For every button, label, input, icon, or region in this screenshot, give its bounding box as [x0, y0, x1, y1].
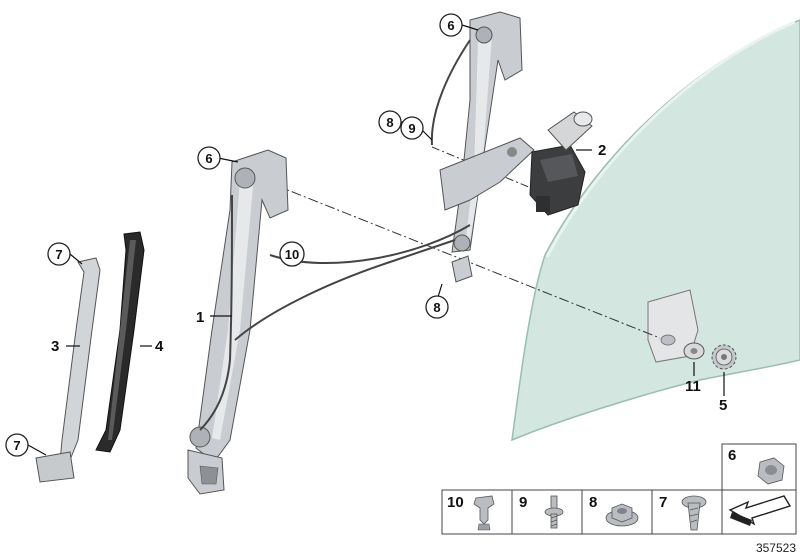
drive-bracket — [439, 137, 535, 211]
legend-num-10: 10 — [447, 494, 464, 511]
hex-nut-icon — [757, 457, 785, 485]
callout-8-lower: 8 — [425, 295, 449, 319]
legend-num-6: 6 — [728, 447, 736, 464]
window-motor — [529, 111, 593, 216]
callout-text: 8 — [433, 300, 440, 315]
legend-num-7: 7 — [659, 494, 667, 511]
callout-4: 4 — [155, 338, 164, 355]
regulator-cable-front — [199, 194, 233, 431]
flange-nut-icon — [605, 503, 639, 527]
stud-bolt-icon — [544, 495, 564, 529]
callout-6-front: 6 — [197, 146, 221, 170]
legend-num-8: 8 — [589, 494, 597, 511]
clip-icon — [473, 495, 495, 531]
callout-text: 7 — [13, 438, 20, 453]
gear-part — [711, 344, 737, 370]
callout-5: 5 — [719, 397, 727, 414]
callout-7-lower: 7 — [5, 433, 29, 457]
callout-11: 11 — [685, 378, 701, 395]
callout-7-upper: 7 — [47, 242, 71, 266]
glass-edge-highlight — [545, 20, 796, 258]
callout-9: 9 — [400, 116, 424, 140]
callout-text: 8 — [386, 115, 393, 130]
callout-3: 3 — [51, 338, 59, 355]
legend-cell-8 — [581, 489, 653, 535]
callout-6-rear: 6 — [439, 13, 463, 37]
callout-text: 6 — [447, 18, 454, 33]
front-guide-rail — [35, 257, 101, 483]
torx-screw-icon — [681, 495, 707, 531]
washer-part — [683, 342, 705, 360]
callout-1: 1 — [196, 309, 204, 326]
callout-8-upper: 8 — [378, 110, 402, 134]
window-channel-seal — [95, 231, 145, 453]
legend-num-9: 9 — [519, 494, 527, 511]
callout-10: 10 — [279, 241, 305, 267]
regulator-cable-lower — [234, 239, 456, 341]
direction-arrow-icon — [728, 495, 792, 526]
front-regulator-rail — [187, 149, 289, 495]
callout-text: 10 — [285, 247, 299, 262]
callout-text: 9 — [408, 121, 415, 136]
regulator-cable-rear — [430, 39, 471, 146]
callout-text: 6 — [205, 151, 212, 166]
diagram-number: 357523 — [756, 541, 796, 555]
callout-text: 7 — [55, 247, 62, 262]
parts-legend-table: 6 10 9 8 7 — [441, 443, 797, 535]
bolt-axis-line — [431, 146, 537, 191]
legend-cell-10 — [441, 489, 513, 535]
callout-2: 2 — [598, 142, 606, 159]
door-glass — [511, 19, 800, 442]
